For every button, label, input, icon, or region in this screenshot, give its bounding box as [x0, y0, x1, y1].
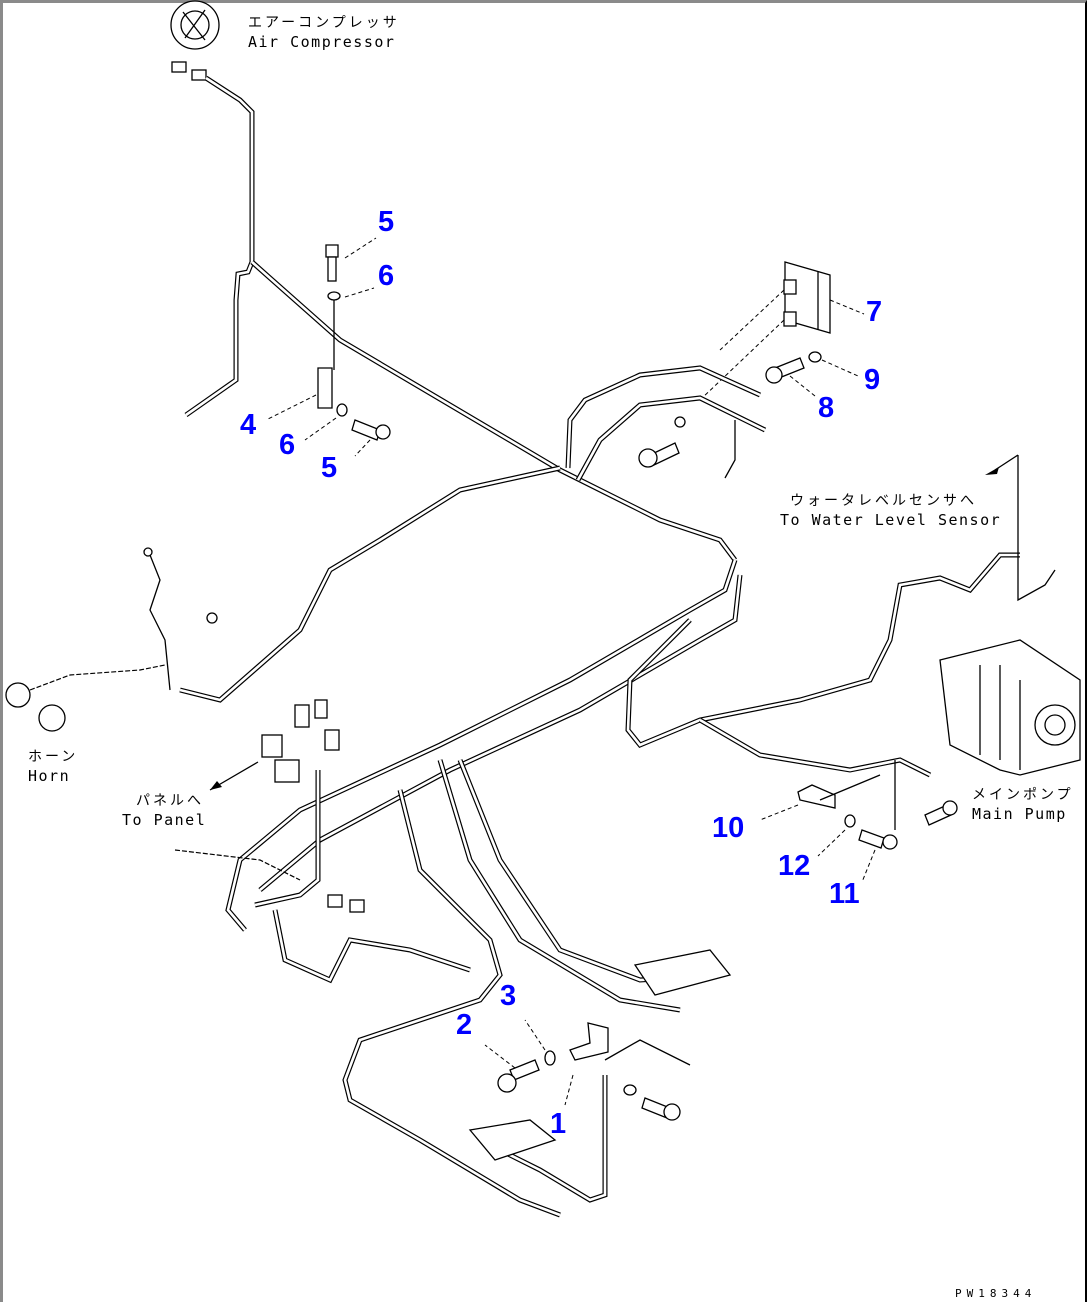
main-pump-label-jp: メインポンプ — [972, 787, 1074, 803]
water-level-sensor-label-jp: ウォータレベルセンサへ — [790, 493, 977, 509]
callout-11[interactable]: 11 — [829, 878, 860, 910]
air-compressor-label-en: Air Compressor — [248, 33, 396, 51]
callout-3[interactable]: 3 — [500, 980, 517, 1012]
water-level-sensor-label: ウォータレベルセンサへ To Water Level Sensor — [780, 492, 1001, 530]
horn-label-en: Horn — [28, 767, 71, 785]
drawing-code: PW18344 — [955, 1287, 1037, 1300]
callout-5-upper[interactable]: 5 — [378, 206, 395, 238]
bracket-assembly-pump — [759, 774, 958, 883]
clamp-assembly-upper — [317, 244, 391, 441]
air-compressor-label: エアーコンプレッサ Air Compressor — [248, 14, 400, 52]
main-pump-label: メインポンプ Main Pump — [972, 786, 1074, 824]
harness-branch-upper — [565, 365, 767, 482]
callout-12[interactable]: 12 — [778, 850, 811, 882]
callout-6-upper[interactable]: 6 — [378, 260, 395, 292]
air-compressor-label-jp: エアーコンプレッサ — [248, 15, 400, 31]
harness-right-branch — [625, 454, 1056, 830]
main-pump-label-en: Main Pump — [972, 805, 1067, 823]
panel-label: パネルへ To Panel — [122, 792, 206, 830]
connector-group-lower — [468, 949, 732, 1161]
main-pump-icon — [939, 639, 1081, 776]
callout-1[interactable]: 1 — [550, 1108, 567, 1140]
callout-6-lower[interactable]: 6 — [279, 429, 296, 461]
horn-icon — [5, 547, 218, 732]
horn-label: ホーン Horn — [28, 748, 78, 786]
main-harness-trunk — [179, 465, 743, 932]
air-compressor-icon — [170, 0, 220, 81]
callout-2[interactable]: 2 — [456, 1009, 473, 1041]
callout-8[interactable]: 8 — [818, 392, 835, 424]
callout-5-lower[interactable]: 5 — [321, 452, 338, 484]
panel-connector-bundle — [174, 699, 365, 913]
callout-9[interactable]: 9 — [864, 364, 881, 396]
panel-label-en: To Panel — [122, 811, 207, 829]
bracket-assembly-right — [638, 261, 865, 468]
horn-label-jp: ホーン — [28, 749, 79, 765]
callout-4[interactable]: 4 — [240, 409, 257, 441]
bracket-assembly-lower — [484, 1019, 681, 1121]
callout-10[interactable]: 10 — [712, 812, 745, 844]
panel-label-jp: パネルへ — [136, 793, 204, 809]
water-level-sensor-label-en: To Water Level Sensor — [780, 511, 1002, 529]
callout-7[interactable]: 7 — [866, 296, 883, 328]
